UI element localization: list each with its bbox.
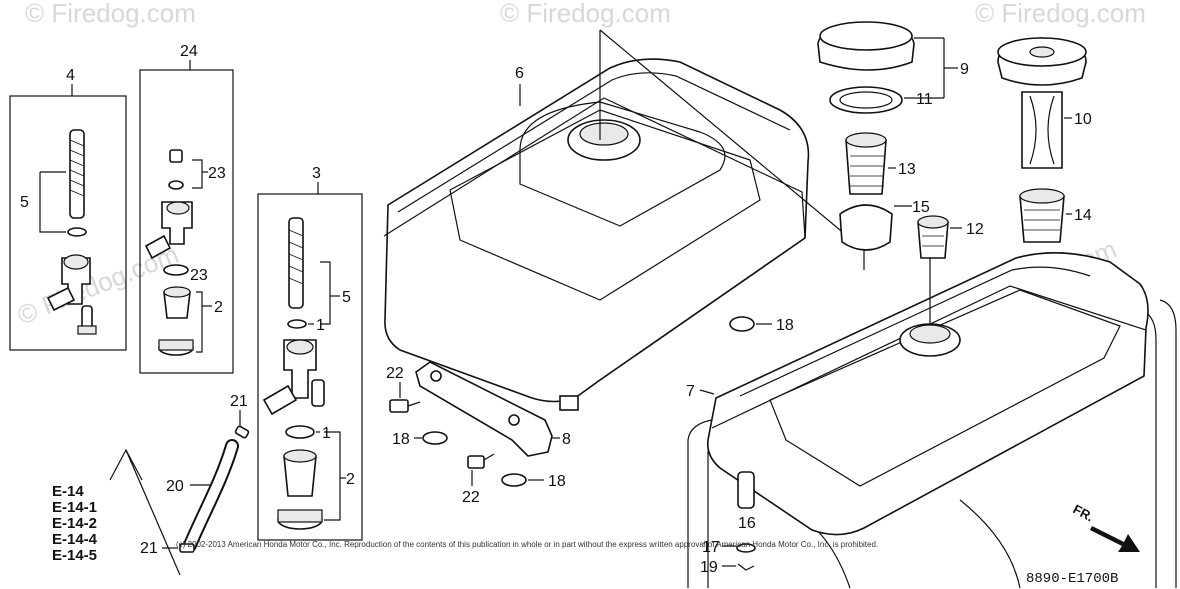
screw-23-top xyxy=(169,149,183,163)
clip-19 xyxy=(737,563,755,571)
callout-5-right: 5 xyxy=(342,289,351,306)
callout-18-top: 18 xyxy=(776,317,794,334)
strainer-12-group: 12 xyxy=(917,215,984,259)
cap-10-group: 10 14 xyxy=(997,37,1092,243)
ref-e14: E-14 xyxy=(52,483,84,500)
callout-15: 15 xyxy=(912,199,930,216)
tank-6-body xyxy=(384,58,810,403)
bracket-group: 8 22 18 22 18 xyxy=(386,361,571,506)
callout-5-left: 5 xyxy=(20,194,29,211)
callout-23-mid: 23 xyxy=(190,267,208,284)
cap-seal-11 xyxy=(829,86,903,114)
callout-18-right: 18 xyxy=(548,473,566,490)
direction-label: FR. xyxy=(1071,501,1097,524)
cap-group: 9 11 13 15 xyxy=(817,21,969,251)
watermark-top-left: © Firedog.com xyxy=(25,0,196,28)
bracket-8 xyxy=(415,361,553,457)
group-3: 3 5 1 1 2 xyxy=(257,165,363,541)
copyright-notice: (c) 2002-2013 American Honda Motor Co., … xyxy=(176,540,878,549)
bolt-22-left xyxy=(389,399,409,413)
callout-19: 19 xyxy=(700,559,718,576)
callout-9: 9 xyxy=(960,61,969,78)
callout-16: 16 xyxy=(738,515,756,532)
front-direction-indicator: FR. xyxy=(1071,501,1140,552)
callout-20: 20 xyxy=(166,478,184,495)
callout-11: 11 xyxy=(916,91,933,108)
o-ring-1-mid xyxy=(285,425,315,439)
ref-e14-1: E-14-1 xyxy=(52,499,97,516)
grommet-18-left xyxy=(422,431,448,445)
watermark-top-center: © Firedog.com xyxy=(500,0,671,28)
strainer-pipe-5-right xyxy=(288,217,304,309)
bolt-22-right xyxy=(467,455,485,469)
reference-list: E-14 E-14-1 E-14-2 E-14-4 E-14-5 xyxy=(52,448,181,576)
tank-7-body xyxy=(706,252,1149,536)
callout-8: 8 xyxy=(562,431,571,448)
callout-22-right: 22 xyxy=(462,489,480,506)
callout-14: 14 xyxy=(1074,207,1092,224)
fuel-valve-3 xyxy=(283,339,317,399)
fuel-tank-7: 7 16 17 19 xyxy=(686,252,1149,576)
grommet-18-top xyxy=(729,316,755,332)
ref-e14-5: E-14-5 xyxy=(52,547,97,564)
group-24: 24 23 23 2 xyxy=(139,43,234,374)
washer-17 xyxy=(736,543,756,553)
callout-10: 10 xyxy=(1074,111,1092,128)
watermark-top-right: © Firedog.com xyxy=(975,0,1146,28)
strainer-pipe-5 xyxy=(69,129,85,219)
callout-17: 17 xyxy=(702,539,720,556)
callout-22-left: 22 xyxy=(386,365,404,382)
clip-21-top xyxy=(234,425,250,439)
group-24-frame xyxy=(139,69,234,374)
ref-e14-2: E-14-2 xyxy=(52,515,97,532)
group-4-frame xyxy=(9,95,127,351)
ref-e14-4: E-14-4 xyxy=(52,531,98,548)
callout-23-top: 23 xyxy=(208,165,226,182)
clip-21-bottom xyxy=(179,543,195,553)
group-3-frame xyxy=(257,193,363,541)
diagram-code: 8890-E1700B xyxy=(1026,571,1118,587)
callout-21-top: 21 xyxy=(230,393,248,410)
callout-2-right: 2 xyxy=(346,471,355,488)
callout-3: 3 xyxy=(312,165,321,182)
strainer-ring-15 xyxy=(839,204,893,251)
grommet-18-top-group: 18 xyxy=(729,316,794,334)
stud-16 xyxy=(737,471,755,509)
callout-12: 12 xyxy=(966,221,984,238)
callout-7: 7 xyxy=(686,383,695,400)
washer-23 xyxy=(163,264,189,276)
fuel-line-group: 21 21 20 xyxy=(140,393,250,557)
callout-1-mid: 1 xyxy=(322,425,331,442)
callout-21-bottom: 21 xyxy=(140,540,158,557)
grommet-18-right xyxy=(501,473,527,487)
callout-18-left: 18 xyxy=(392,431,410,448)
callout-6: 6 xyxy=(515,65,524,82)
callout-13: 13 xyxy=(898,161,916,178)
callout-2-left: 2 xyxy=(214,299,223,316)
front-arrow-icon xyxy=(1090,526,1140,552)
callout-4: 4 xyxy=(66,67,75,84)
callout-24: 24 xyxy=(180,43,198,60)
callout-1-top: 1 xyxy=(316,317,325,334)
group-4: 4 5 xyxy=(9,67,127,351)
fuel-tank-6: 6 xyxy=(383,29,865,411)
o-ring-1-left xyxy=(67,227,87,237)
